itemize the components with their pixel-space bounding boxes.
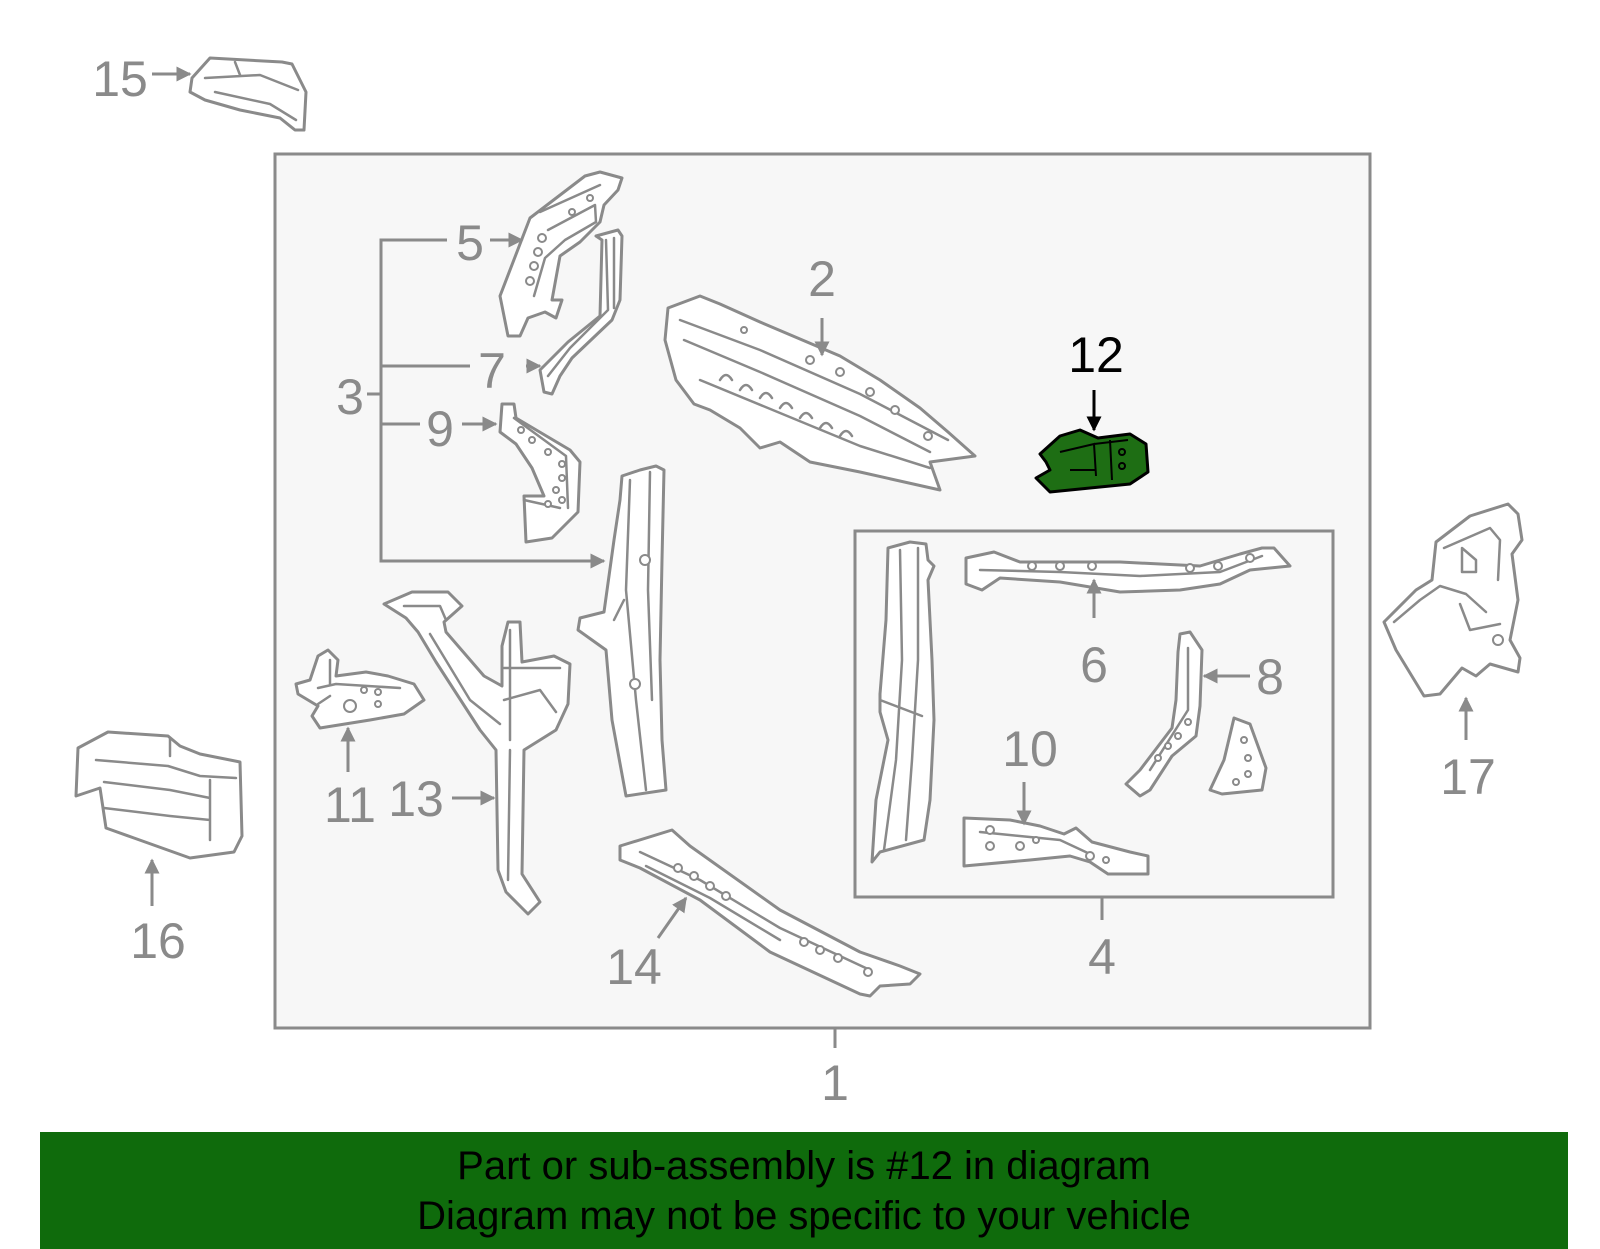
part-3[interactable]: [576, 464, 668, 798]
part-4-pillar[interactable]: [870, 540, 936, 864]
part-13[interactable]: [382, 590, 572, 916]
part-15[interactable]: [188, 56, 308, 132]
callout-5: 5: [456, 215, 484, 271]
info-banner: Part or sub-assembly is #12 in diagram D…: [40, 1132, 1568, 1249]
part-7[interactable]: [538, 228, 624, 396]
banner-line-2: Diagram may not be specific to your vehi…: [417, 1193, 1191, 1238]
part-16[interactable]: [74, 730, 244, 860]
callout-17: 17: [1440, 749, 1496, 805]
part-14[interactable]: [618, 828, 922, 998]
callout-14: 14: [606, 939, 662, 995]
part-9[interactable]: [498, 402, 582, 544]
callout-16: 16: [130, 913, 186, 969]
part-10[interactable]: [962, 816, 1150, 876]
callout-2: 2: [808, 251, 836, 307]
callout-8: 8: [1256, 649, 1284, 705]
callout-9: 9: [426, 401, 454, 457]
callout-7: 7: [478, 343, 506, 399]
group-3-bracket: [367, 238, 600, 563]
callout-4: 4: [1088, 929, 1116, 985]
part-5[interactable]: [498, 170, 624, 338]
part-8[interactable]: [1124, 630, 1204, 798]
banner-line-1: Part or sub-assembly is #12 in diagram: [457, 1143, 1151, 1188]
callout-6: 6: [1080, 637, 1108, 693]
callout-1: 1: [821, 1055, 849, 1111]
part-12-highlighted[interactable]: [1034, 428, 1150, 494]
part-11[interactable]: [294, 648, 426, 730]
callout-10: 10: [1002, 721, 1058, 777]
callout-13: 13: [388, 771, 444, 827]
part-17[interactable]: [1382, 502, 1524, 698]
callout-15: 15: [92, 51, 148, 107]
callout-11: 11: [324, 777, 376, 833]
callout-3: 3: [336, 369, 364, 425]
part-4-small-bracket[interactable]: [1208, 716, 1268, 796]
callout-12: 12: [1068, 327, 1124, 383]
part-2[interactable]: [663, 294, 977, 492]
leader-lines: [144, 66, 1474, 1048]
part-6[interactable]: [964, 546, 1292, 594]
